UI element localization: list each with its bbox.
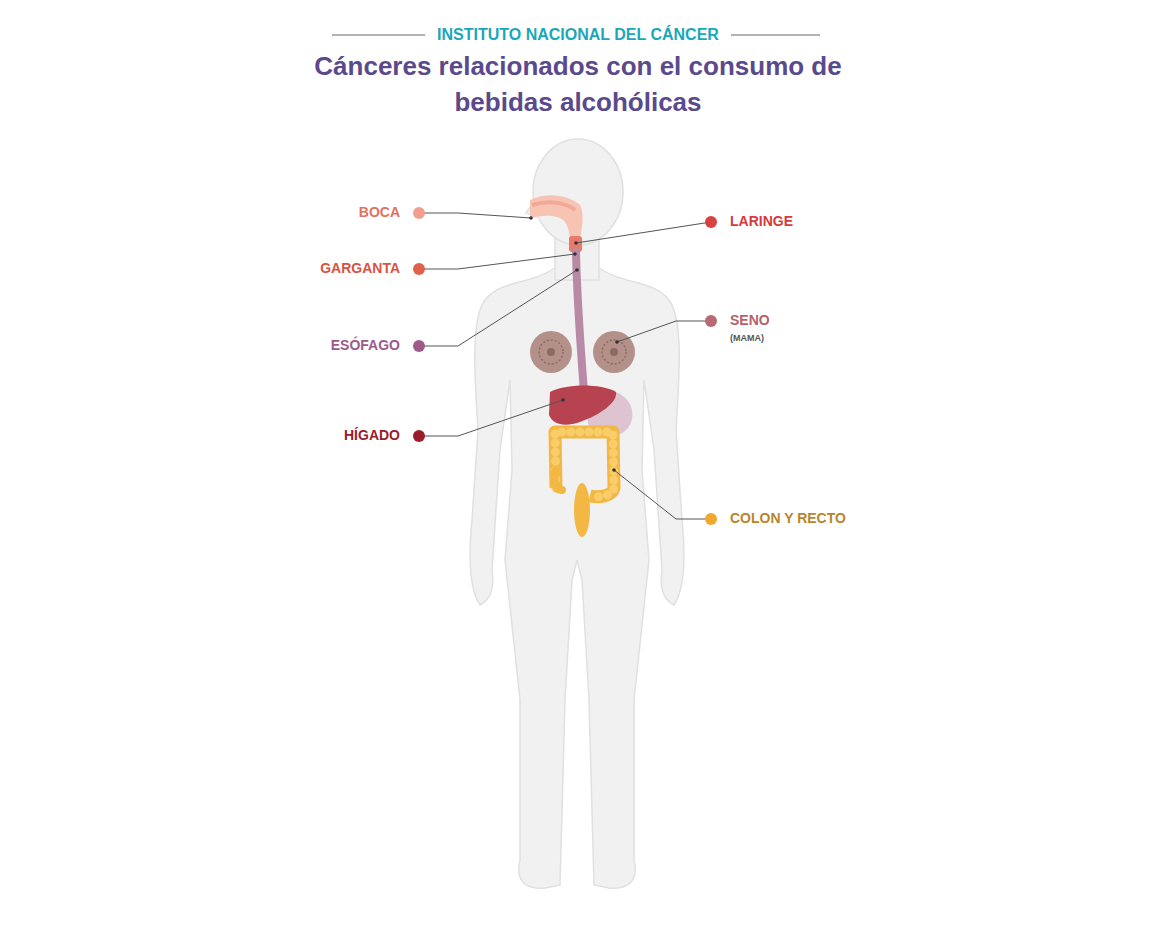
callout-dot [413, 430, 425, 442]
liver [549, 386, 616, 425]
body-silhouette [470, 139, 684, 888]
organ-label: ESÓFAGO [331, 338, 400, 353]
target-point [561, 398, 565, 402]
target-point [615, 340, 619, 344]
nipple [610, 348, 618, 356]
colon [554, 432, 614, 537]
callout-dot [705, 315, 717, 327]
callout-dot [413, 207, 425, 219]
rectum [574, 483, 590, 537]
callout-dot [413, 340, 425, 352]
leader-line [420, 254, 575, 269]
header-rule [332, 34, 425, 36]
organ-label: HÍGADO [344, 428, 400, 443]
organ-sublabel: (MAMA) [730, 334, 764, 344]
callout-dot [705, 513, 717, 525]
organ-label: GARGANTA [320, 261, 400, 276]
organ-label: COLON Y RECTO [730, 511, 846, 526]
leader-line [617, 321, 711, 342]
target-point [574, 241, 578, 245]
leader-line [614, 470, 711, 519]
organ-label: SENO [730, 313, 770, 328]
breast-detail [539, 340, 563, 364]
breasts [530, 331, 635, 373]
target-point [575, 268, 579, 272]
leader-line [420, 213, 531, 218]
organ-label: BOCA [359, 205, 400, 220]
cecum [554, 470, 562, 490]
target-point [612, 468, 616, 472]
torso [470, 268, 684, 888]
breast [530, 331, 572, 373]
callout-dot [413, 263, 425, 275]
callout-dot [705, 216, 717, 228]
target-points [529, 216, 619, 472]
header-text: INSTITUTO NACIONAL DEL CÁNCER [437, 26, 719, 44]
breast [593, 331, 635, 373]
diagram-title: Cánceres relacionados con el consumo de … [312, 48, 844, 120]
target-point [529, 216, 533, 220]
breast-detail [602, 340, 626, 364]
leader-line [420, 400, 563, 436]
leader-lines [420, 213, 711, 519]
callout-dots [413, 207, 717, 525]
target-point [573, 252, 577, 256]
esophagus [576, 252, 584, 392]
organ-label: LARINGE [730, 214, 793, 229]
leader-line [420, 270, 577, 346]
nipple [547, 348, 555, 356]
leader-line [576, 222, 711, 243]
header-rule [731, 34, 820, 36]
nasal-cavity [532, 202, 575, 210]
